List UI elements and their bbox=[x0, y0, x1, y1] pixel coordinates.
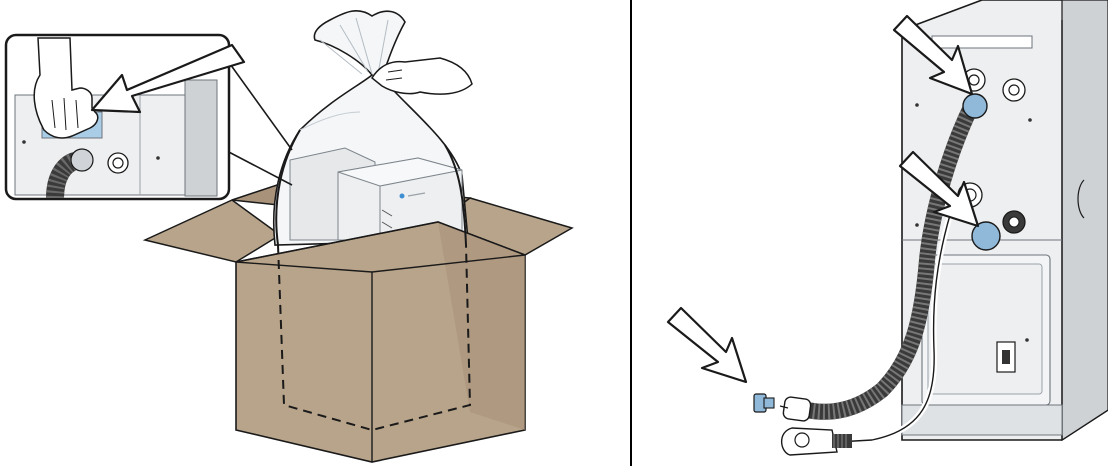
detail-inset bbox=[6, 35, 244, 199]
caps-removal-illustration bbox=[632, 0, 1108, 466]
box-left-flap bbox=[145, 200, 280, 262]
plug-icon bbox=[782, 428, 852, 455]
cap-top bbox=[963, 94, 987, 118]
unpacking-illustration bbox=[0, 0, 630, 466]
loose-cap bbox=[754, 394, 774, 412]
panel-unpacking bbox=[0, 0, 630, 466]
arrow-icon bbox=[668, 308, 746, 382]
panel-caps-removal bbox=[632, 0, 1108, 466]
hand-icon bbox=[372, 58, 472, 94]
